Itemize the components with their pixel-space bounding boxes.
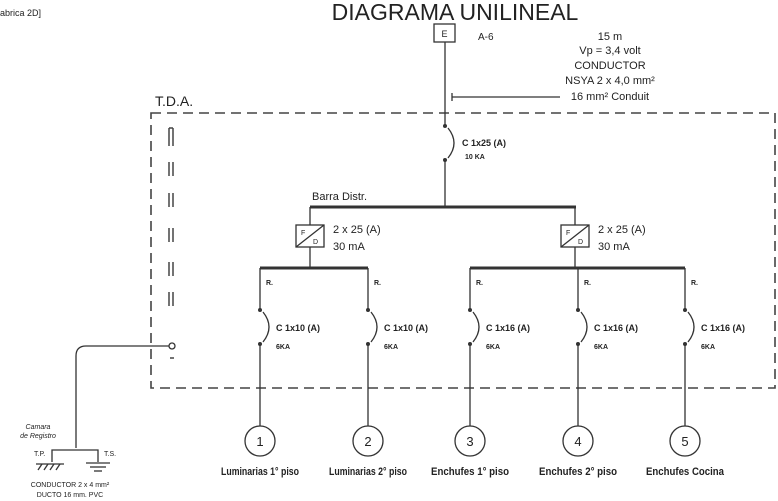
circuit-number-circle: [244, 425, 276, 457]
circuit-number-circle: [352, 425, 384, 457]
differential-symbol: D: [313, 239, 318, 246]
breaker-symbol: [472, 311, 480, 343]
breaker-rating: C 1x16 (A): [594, 323, 638, 333]
ground-terminal: [168, 342, 176, 350]
circuit-name: Luminarias 2° piso: [329, 466, 407, 478]
ground-duct-label: DUCTO 16 mm. PVC: [37, 492, 103, 499]
breaker-symbol: [580, 311, 588, 343]
ts-label: T.S.: [104, 451, 116, 458]
differential-rating: 2 x 25 (A): [598, 224, 646, 236]
differential-switch-diagonal: [295, 224, 325, 248]
breaker-rating: C 1x10 (A): [384, 323, 428, 333]
chamber-label-1: Camara: [26, 424, 51, 431]
breaker-contact: [443, 124, 447, 128]
breaker-contact: [366, 308, 370, 312]
feeder-conduit: 16 mm² Conduit: [571, 91, 649, 103]
differential-symbol: F: [566, 230, 570, 237]
breaker-contact: [576, 308, 580, 312]
breaker-ka: 6KA: [486, 344, 500, 351]
breaker-contact: [683, 308, 687, 312]
breaker-rating: C 1x16 (A): [486, 323, 530, 333]
ground-conductor: [75, 345, 169, 448]
panel-label: T.D.A.: [155, 93, 193, 109]
breaker-symbol: [262, 311, 270, 343]
circuit-number: 1: [256, 434, 263, 449]
meter-symbol: E: [441, 29, 447, 39]
circuit-number: 5: [681, 434, 688, 449]
differential-symbol: D: [578, 239, 583, 246]
circuit-name: Enchufes 2° piso: [539, 466, 617, 478]
ground-bridge: [51, 449, 99, 462]
diagram-title: DIAGRAMA UNILINEAL: [332, 0, 579, 25]
circuit-tag: R.: [476, 280, 483, 287]
breaker-ka: 6KA: [594, 344, 608, 351]
chamber-label-2: de Registro: [20, 433, 56, 440]
breaker-rating: C 1x16 (A): [701, 323, 745, 333]
service-ground-icon: [86, 462, 110, 472]
meter-label: A-6: [478, 32, 494, 43]
circuit-name: Luminarias 1° piso: [221, 466, 299, 478]
panel-side-marks: [168, 127, 174, 359]
corner-text: abrica 2D]: [0, 8, 41, 18]
circuit-tag: R.: [266, 280, 273, 287]
differential-sensitivity: 30 mA: [598, 241, 630, 253]
main-breaker-symbol: [447, 127, 455, 159]
breaker-symbol: [687, 311, 695, 343]
circuit-number: 3: [466, 434, 473, 449]
feeder-conductor-type: NSYA 2 x 4,0 mm²: [565, 75, 655, 87]
breaker-contact: [468, 308, 472, 312]
circuit-number-circle: [454, 425, 486, 457]
main-breaker-rating: C 1x25 (A): [462, 138, 506, 148]
circuit-tag: R.: [584, 280, 591, 287]
circuit-tag: R.: [374, 280, 381, 287]
circuit-number-circle: [562, 425, 594, 457]
circuit-name: Enchufes 1° piso: [431, 466, 509, 478]
ground-conductor-label: CONDUCTOR 2 x 4 mm²: [31, 482, 110, 489]
feeder-spec: 15 m Vp = 3,4 volt CONDUCTOR NSYA 2 x 4,…: [565, 31, 655, 103]
differential-symbol: F: [301, 230, 305, 237]
differential-rating: 2 x 25 (A): [333, 224, 381, 236]
circuit-tag: R.: [691, 280, 698, 287]
circuit-name: Enchufes Cocina: [646, 466, 725, 478]
main-breaker-ka: 10 KA: [465, 154, 485, 161]
breaker-ka: 6KA: [384, 344, 398, 351]
panel-boundary: [150, 112, 776, 389]
feeder-voltage-drop: Vp = 3,4 volt: [579, 45, 640, 57]
feeder-length: 15 m: [598, 31, 622, 43]
protection-ground-icon: [36, 463, 64, 471]
circuit-number: 2: [364, 434, 371, 449]
breaker-rating: C 1x10 (A): [276, 323, 320, 333]
differential-sensitivity: 30 mA: [333, 241, 365, 253]
differential-switch-diagonal: [560, 224, 590, 248]
tp-label: T.P.: [34, 451, 45, 458]
breaker-ka: 6KA: [701, 344, 715, 351]
breaker-contact: [258, 308, 262, 312]
circuit-number: 4: [574, 434, 581, 449]
circuit-number-circle: [669, 425, 701, 457]
feeder-conductor-label: CONDUCTOR: [574, 60, 645, 72]
breaker-ka: 6KA: [276, 344, 290, 351]
bus-label: Barra Distr.: [312, 191, 367, 203]
breaker-symbol: [370, 311, 378, 343]
